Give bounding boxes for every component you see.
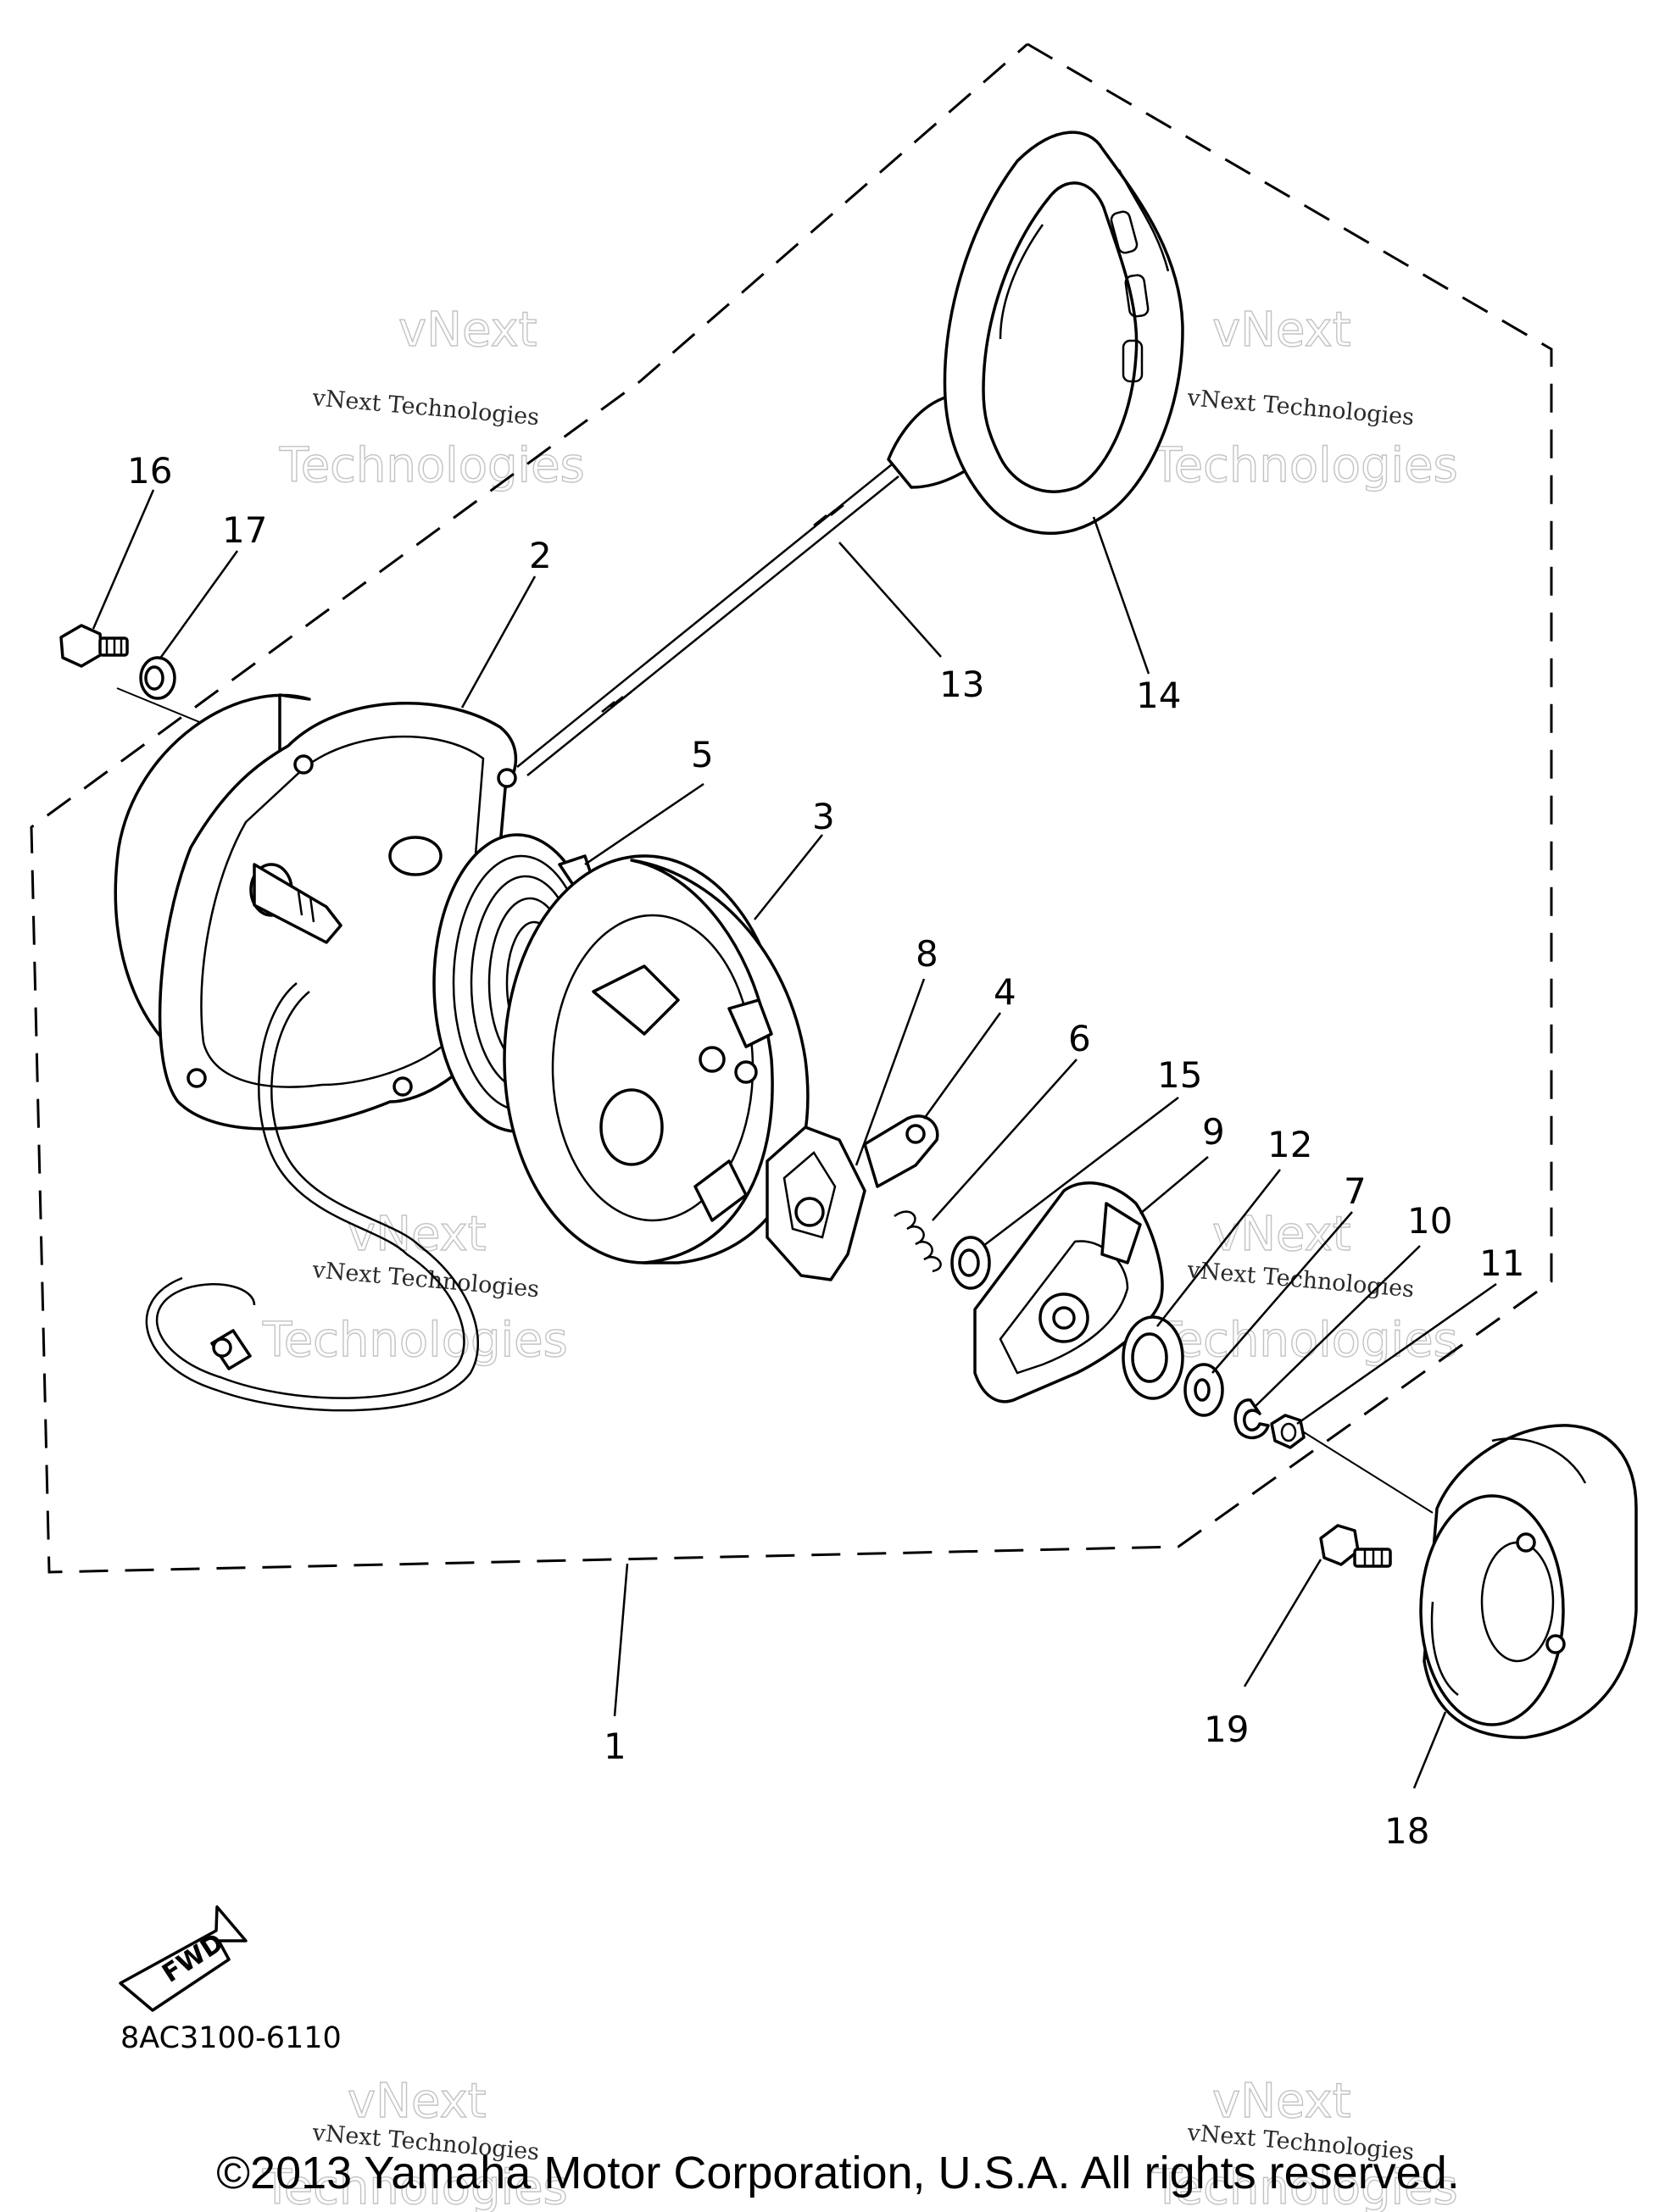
leader-10: [1254, 1245, 1421, 1408]
leader-15: [983, 1097, 1179, 1247]
leader-2: [460, 575, 537, 709]
bolt-19: [1319, 1524, 1392, 1568]
diagram-code: 8AC3100-6110: [120, 2021, 342, 2055]
leader-lines: [92, 489, 1497, 1789]
watermark-outline-line1: vNext: [1212, 2074, 1351, 2129]
callout-17: 17: [222, 509, 267, 551]
watermark-bottom-left: vNext Technologies vNext Technologies: [261, 2073, 568, 2212]
leader-18: [1412, 1711, 1447, 1789]
leader-3: [754, 834, 823, 920]
watermark-brand: vNext Technologies: [310, 1257, 540, 1303]
callout-11: 11: [1479, 1242, 1524, 1284]
nut-11: [1270, 1414, 1306, 1449]
callout-16: 16: [127, 450, 172, 492]
callout-12: 12: [1267, 1124, 1312, 1165]
bolt-16: [59, 624, 129, 668]
leader-7: [1211, 1211, 1353, 1374]
callout-5: 5: [691, 734, 714, 775]
callout-19: 19: [1204, 1709, 1249, 1750]
callout-1: 1: [604, 1726, 626, 1767]
washer-7: [1183, 1363, 1224, 1417]
leader-4: [922, 1012, 1002, 1120]
washer-17: [139, 656, 176, 700]
watermark-brand: vNext Technologies: [1185, 385, 1415, 431]
leader-5: [584, 782, 704, 866]
washer-15: [950, 1236, 991, 1290]
copyright-notice: ©2013 Yamaha Motor Corporation, U.S.A. A…: [216, 2148, 1460, 2198]
callout-18: 18: [1384, 1810, 1429, 1852]
watermark-top-right: vNext Technologies vNext Technologies: [1151, 302, 1458, 493]
watermark-outline-line2: Technologies: [279, 438, 585, 493]
fwd-arrow-icon: FWD: [119, 1905, 248, 2012]
pawl-4: [766, 1114, 939, 1281]
callout-2: 2: [529, 535, 552, 576]
callout-8: 8: [916, 933, 938, 975]
callout-15: 15: [1157, 1054, 1202, 1096]
starter-pulley-18: [1419, 1424, 1638, 1739]
callout-4: 4: [994, 971, 1016, 1013]
callout-3: 3: [812, 796, 835, 837]
watermark-outline-line2: Technologies: [1152, 1313, 1458, 1368]
circlip-10: [1233, 1398, 1270, 1440]
assembly-boundary: [30, 42, 1553, 1574]
leader-11: [1296, 1282, 1497, 1426]
watermark-outline-line1: vNext: [398, 303, 537, 358]
reel-3: [503, 854, 810, 1264]
watermark-outline-line2: Technologies: [1152, 2160, 1458, 2212]
watermark-outline-line1: vNext: [1212, 303, 1351, 358]
callout-13: 13: [939, 664, 984, 705]
callout-7: 7: [1344, 1170, 1367, 1212]
rope-13: [145, 464, 899, 1412]
leader-14: [1092, 516, 1150, 675]
watermark-outline-line2: Technologies: [262, 2160, 568, 2212]
watermark-outline-line2: Technologies: [1152, 438, 1458, 493]
leader-17: [158, 550, 239, 660]
leader-8: [855, 978, 926, 1166]
watermark-brand: vNext Technologies: [1185, 1257, 1415, 1303]
leader-12: [1156, 1169, 1281, 1327]
watermark-outline-line2: Technologies: [262, 1313, 568, 1368]
watermark-outline-line1: vNext: [348, 1207, 487, 1262]
leader-9: [1139, 1156, 1209, 1214]
leader-19: [1243, 1559, 1322, 1687]
watermark-mid-right: vNext Technologies vNext Technologies: [1151, 1206, 1458, 1368]
watermark-top-left: vNext Technologies vNext Technologies: [278, 302, 585, 493]
handle-14: [887, 131, 1184, 535]
starter-case-2: [114, 693, 518, 1131]
spring-6: [894, 1210, 942, 1273]
watermark-outline-line1: vNext: [348, 2074, 487, 2129]
drive-plate-9: [973, 1181, 1164, 1403]
watermark-brand: vNext Technologies: [310, 385, 540, 431]
callout-6: 6: [1068, 1018, 1091, 1059]
callout-9: 9: [1202, 1111, 1225, 1153]
callouts: 16 17 2 5 3 8 4 6 15 9 12 7 10 11 13 14 …: [127, 450, 1524, 1852]
leader-6: [932, 1059, 1077, 1221]
watermark-mid-left: vNext Technologies vNext Technologies: [261, 1206, 568, 1368]
watermark-group: vNext Technologies vNext Technologies vN…: [261, 302, 1458, 2212]
leader-16: [92, 489, 155, 630]
callout-10: 10: [1407, 1200, 1452, 1242]
leader-1: [613, 1563, 629, 1717]
washer-12: [1122, 1315, 1184, 1400]
leader-13: [838, 542, 942, 658]
watermark-outline-line1: vNext: [1212, 1207, 1351, 1262]
callout-14: 14: [1136, 675, 1181, 716]
